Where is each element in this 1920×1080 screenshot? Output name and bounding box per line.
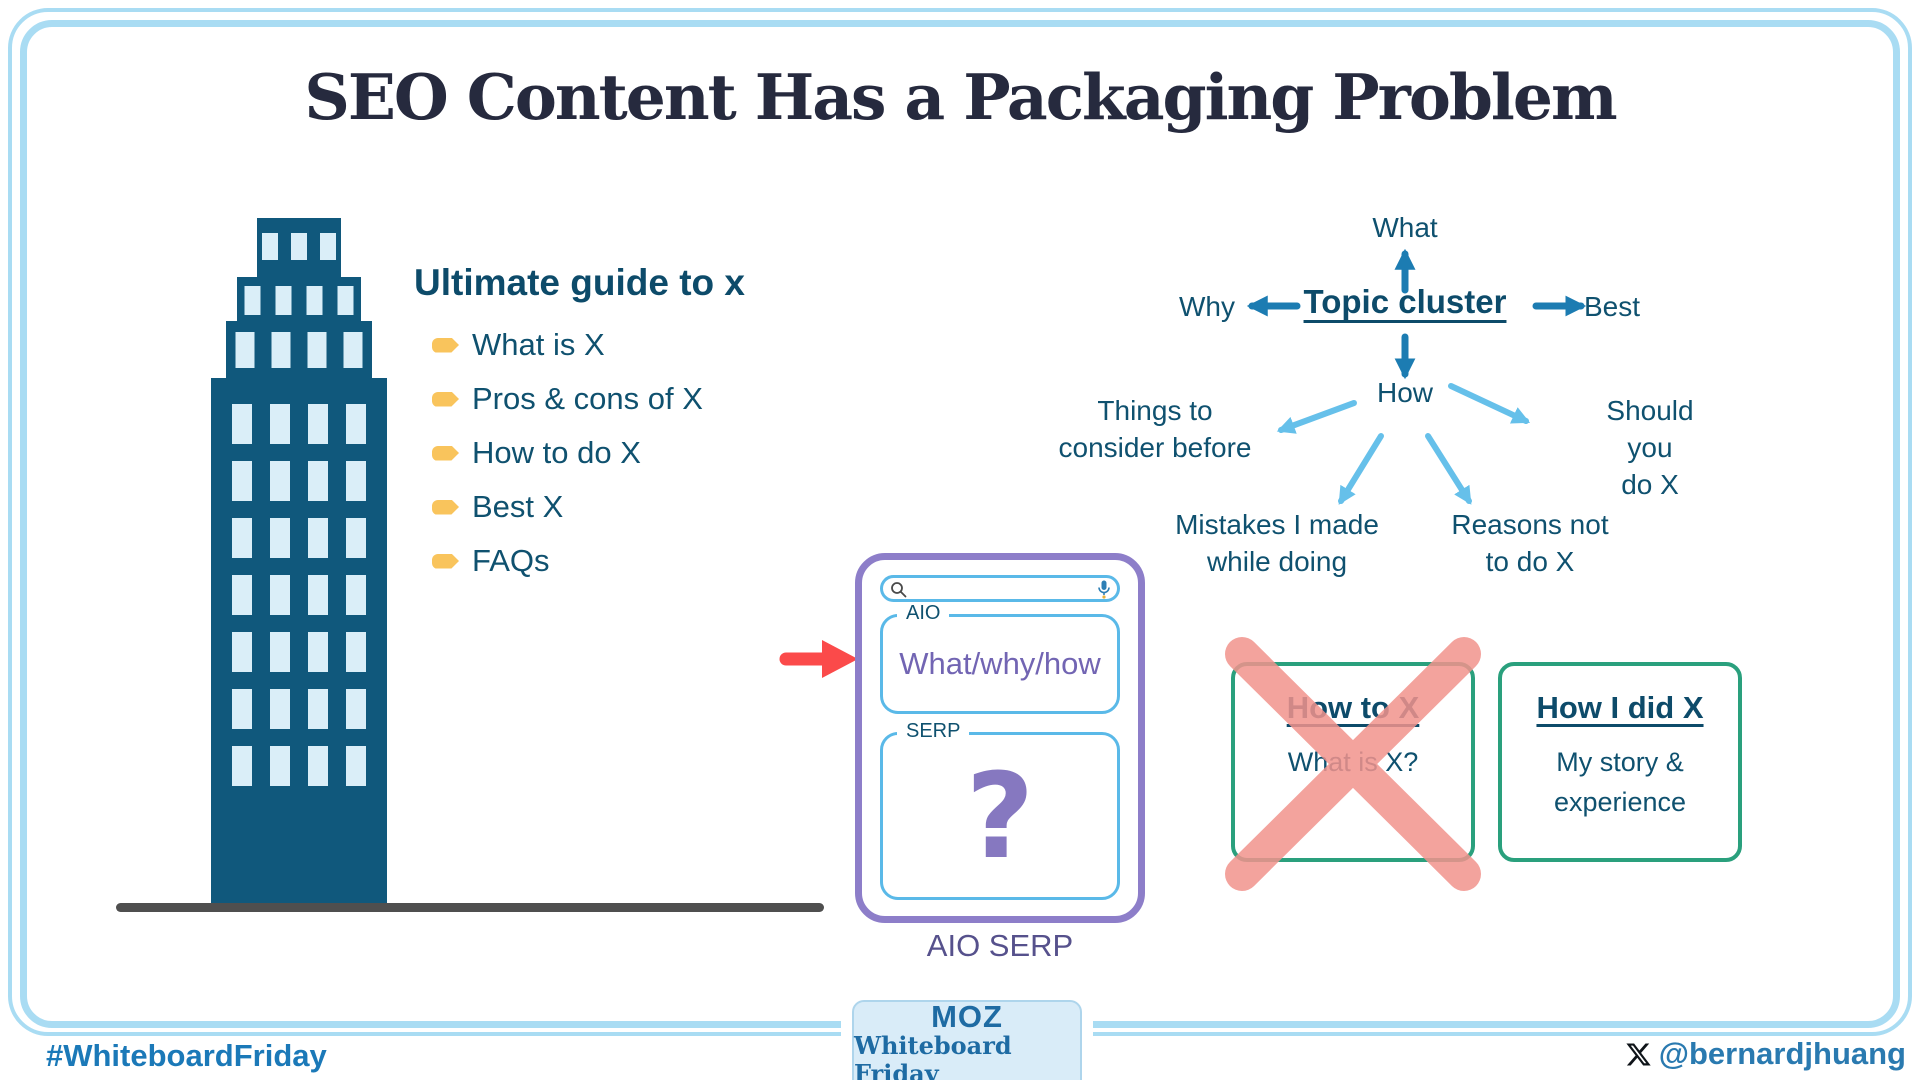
- building-tier-top: [257, 218, 341, 277]
- branch-arrow-icon: [1448, 383, 1531, 424]
- list-item-label: What is X: [472, 327, 605, 362]
- building-windows: [244, 286, 354, 315]
- red-arrow-icon: [779, 640, 858, 678]
- list-item: Pros & cons of X: [432, 372, 703, 426]
- aio-box: AIO What/why/how: [880, 602, 1120, 714]
- building-tier-3: [226, 321, 372, 378]
- handle-label: @bernardjhuang: [1658, 1036, 1906, 1071]
- hashtag-label: #WhiteboardFriday: [46, 1038, 327, 1073]
- guide-heading: Ultimate guide to x: [414, 262, 745, 303]
- cluster-node-how: How: [1376, 377, 1434, 408]
- panel-caption: AIO SERP: [926, 928, 1074, 963]
- cross-out-x-icon: [1225, 637, 1481, 891]
- serp-box-label: SERP: [897, 720, 970, 743]
- ground-line: [116, 903, 824, 912]
- cluster-arrows: [1246, 248, 1587, 505]
- cluster-branch-reasons: Reasons not to do X: [1451, 509, 1609, 577]
- cluster-node-center: Topic cluster: [1303, 283, 1507, 320]
- aio-serp-panel: AIO What/why/how SERP ?: [855, 553, 1145, 923]
- list-item-label: FAQs: [472, 543, 550, 578]
- social-handle: @bernardjhuang: [1625, 1036, 1906, 1072]
- search-input: [880, 575, 1120, 602]
- list-item-label: How to do X: [472, 435, 641, 470]
- moz-whiteboard-friday-badge: MOZ Whiteboard Friday: [852, 1000, 1082, 1080]
- aio-box-content: What/why/how: [899, 646, 1101, 681]
- branch-arrow-icon: [1338, 433, 1384, 505]
- building-windows: [235, 332, 363, 368]
- building-tier-2: [237, 277, 361, 321]
- cluster-branch-things: Things to consider before: [1058, 395, 1252, 463]
- cluster-node-why: Why: [1179, 291, 1235, 322]
- bookmark-tag-icon: [432, 391, 459, 407]
- branch-arrow-icon: [1276, 400, 1357, 434]
- building-tier-main: [211, 378, 387, 910]
- list-item: How to do X: [432, 426, 703, 480]
- serp-box: SERP ?: [880, 720, 1120, 900]
- topic-cluster-diagram: What Why Topic cluster Best How Things t…: [950, 160, 1750, 620]
- page-title: SEO Content Has a Packaging Problem: [304, 60, 1617, 134]
- cluster-branch-should: Should you do X: [1606, 395, 1694, 500]
- moz-logo: MOZ: [931, 999, 1003, 1034]
- badge-label: Whiteboard Friday: [854, 1031, 1012, 1080]
- bookmark-tag-icon: [432, 337, 459, 353]
- building-windows: [232, 404, 366, 786]
- list-item-label: Pros & cons of X: [472, 381, 703, 416]
- building-illustration: [211, 218, 387, 910]
- building-windows: [262, 233, 336, 260]
- list-item: What is X: [432, 318, 703, 372]
- guide-list: What is X Pros & cons of X How to do X B…: [432, 318, 703, 588]
- branch-arrow-icon: [1425, 433, 1472, 505]
- microphone-icon: [1098, 580, 1110, 599]
- bookmark-tag-icon: [432, 445, 459, 461]
- cluster-branch-mistakes: Mistakes I made while doing: [1175, 509, 1379, 577]
- recommended-box: How I did X My story & experience: [1498, 662, 1742, 862]
- question-mark-icon: ?: [965, 747, 1035, 885]
- cluster-node-what: What: [1372, 212, 1438, 243]
- bookmark-tag-icon: [432, 499, 459, 515]
- list-item: FAQs: [432, 534, 703, 588]
- cluster-node-best: Best: [1583, 291, 1641, 322]
- search-icon: [891, 582, 907, 598]
- aio-box-label: AIO: [897, 602, 950, 625]
- list-item: Best X: [432, 480, 703, 534]
- recommended-box-title: How I did X: [1536, 690, 1704, 725]
- x-twitter-icon: [1626, 1043, 1651, 1065]
- recommended-box-body: My story & experience: [1553, 747, 1687, 817]
- bookmark-tag-icon: [432, 553, 459, 569]
- list-item-label: Best X: [472, 489, 564, 524]
